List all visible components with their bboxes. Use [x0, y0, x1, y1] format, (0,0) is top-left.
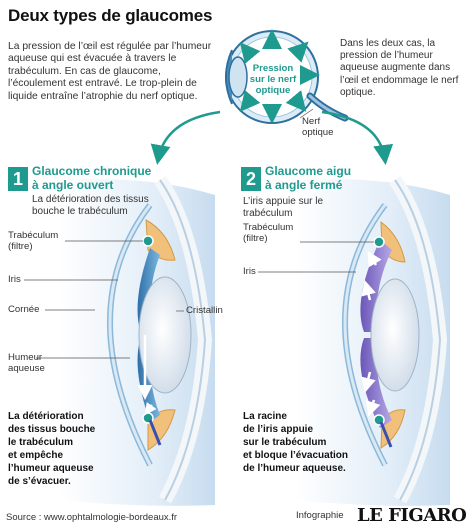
panel1-title-1: Glaucome chronique: [32, 164, 152, 178]
panel2-caption-line: sur le trabéculum: [243, 437, 327, 448]
panel1-subtitle: La détérioration des tissus bouche le tr…: [32, 194, 149, 217]
panel2-title-1: Glaucome aigu: [265, 164, 352, 178]
panel1-label-cornee: Cornée: [8, 304, 40, 315]
panel2-caption-line: et bloque l’évacuation: [243, 450, 349, 461]
page-title: Deux types de glaucomes: [8, 6, 213, 25]
panel2-caption-line: de l’humeur aqueuse.: [243, 463, 346, 474]
panel1-number: 1: [8, 167, 28, 191]
eye-pressure-label: Pression sur le nerf optique: [249, 63, 297, 96]
panel1-label-cristallin: Cristallin: [186, 305, 223, 316]
panel1-label-iris: Iris: [8, 274, 21, 285]
panel1-label-humeur-2: aqueuse: [8, 363, 45, 374]
side-text: Dans les deux cas, la pression de l’hume…: [340, 38, 459, 98]
panel1-title-2: à angle ouvert: [32, 178, 114, 192]
panel2-number: 2: [241, 167, 261, 191]
arrow-right: [321, 110, 394, 165]
panel1-caption-line: de s’évacuer.: [8, 476, 71, 487]
panel1-label-trabeculum: Trabéculum: [8, 230, 59, 241]
panel1-caption: La détérioration des tissus bouche le tr…: [8, 410, 95, 488]
panel2-caption-line: La racine: [243, 411, 287, 422]
panel1-caption-line: La détérioration: [8, 411, 84, 422]
panel1-caption-line: des tissus bouche: [8, 424, 96, 435]
panel2-subtitle: L’iris appuie sur le trabéculum: [243, 196, 324, 219]
panel1-label-trabeculum-sub: (filtre): [8, 241, 33, 252]
panel2-label-trabeculum-sub: (filtre): [243, 233, 268, 244]
figaro-logo: LE FIGARO: [357, 505, 467, 526]
nerve-label: Nerf optique: [302, 116, 334, 138]
panel2-title-2: à angle fermé: [265, 178, 343, 192]
credit-text: Infographie: [296, 510, 344, 521]
panel2-caption-line: de l’iris appuie: [243, 424, 314, 435]
panel1-caption-line: le trabéculum: [8, 437, 74, 448]
panel1-caption-line: et empêche: [8, 450, 64, 461]
panel2-cross-section: [258, 175, 450, 506]
panel2-caption: La racine de l’iris appuie sur le trabéc…: [243, 410, 348, 475]
arrow-left: [150, 110, 221, 165]
panel1-caption-line: l’humeur aqueuse: [8, 463, 94, 474]
panel2-label-iris: Iris: [243, 266, 256, 277]
panel1-label-humeur-1: Humeur: [8, 352, 43, 363]
panel2-label-trabeculum: Trabéculum: [243, 222, 294, 233]
source-text: Source : www.ophtalmologie-bordeaux.fr: [6, 512, 178, 523]
panel1-cross-section: [24, 175, 215, 506]
intro-text: La pression de l’œil est régulée par l’h…: [8, 41, 212, 102]
